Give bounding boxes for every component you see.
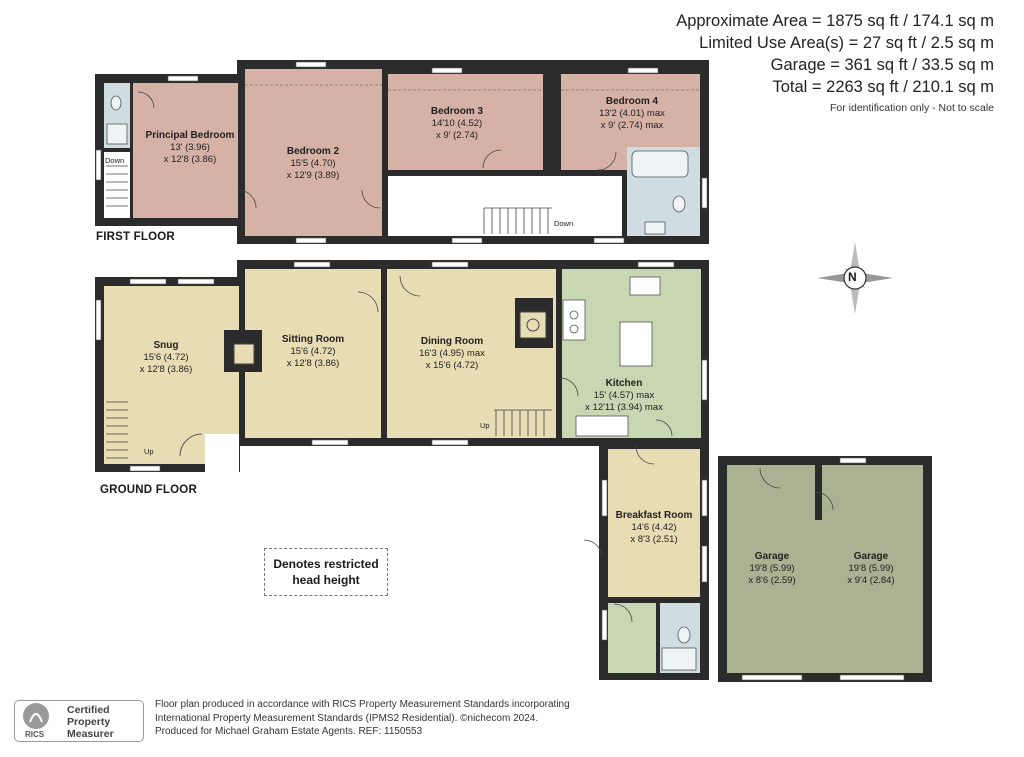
badge-line-1: Certified <box>67 704 110 716</box>
garage-plan <box>718 456 932 682</box>
room-dimension: x 8'6 (2.59) <box>748 575 796 586</box>
room-name: Principal Bedroom <box>145 130 235 141</box>
rics-wordmark: RICS <box>25 730 45 739</box>
bedroom-2-floor <box>245 69 382 236</box>
rics-logo-mark <box>23 703 49 729</box>
footer-line-3: Produced for Michael Graham Estate Agent… <box>155 726 423 737</box>
room-breakfast-room: Breakfast Room 14'6 (4.42) x 8'3 (2.51) <box>608 510 700 546</box>
room-dimension: 15'6 (4.72) <box>143 352 189 363</box>
room-dimension: 15'6 (4.72) <box>290 346 336 357</box>
total-area: Total = 2263 sq ft / 210.1 sq m <box>772 78 994 96</box>
footer-credit: Floor plan produced in accordance with R… <box>155 698 570 739</box>
limited-use-area: Limited Use Area(s) = 27 sq ft / 2.5 sq … <box>699 34 994 52</box>
room-snug: Snug 15'6 (4.72) x 12'8 (3.86) <box>126 340 206 376</box>
room-principal-bedroom: Principal Bedroom 13' (3.96) x 12'8 (3.8… <box>140 130 240 166</box>
stairs-down-label: Down <box>554 219 574 228</box>
room-dimension: x 12'8 (3.86) <box>286 358 340 369</box>
breakfast-room-floor <box>608 449 700 597</box>
restricted-line-1: Denotes restricted <box>273 557 379 571</box>
utility-floor <box>608 603 656 673</box>
room-dining-room: Dining Room 16'3 (4.95) max x 15'6 (4.72… <box>400 336 504 372</box>
identification-note: For identification only - Not to scale <box>830 102 994 114</box>
footer-line-2: International Property Measurement Stand… <box>155 712 539 724</box>
room-dimension: x 9' (2.74) <box>436 130 478 141</box>
room-dimension: x 12'8 (3.86) <box>139 364 193 375</box>
room-sitting-room: Sitting Room 15'6 (4.72) x 12'8 (3.86) <box>268 334 358 370</box>
principal-bedroom-floor <box>133 83 238 218</box>
rics-badge: RICS Certified Property Measurer <box>14 700 144 742</box>
area-summary: Approximate Area = 1875 sq ft / 174.1 sq… <box>676 10 994 114</box>
room-dimension: x 15'6 (4.72) <box>425 360 479 371</box>
room-name: Bedroom 2 <box>286 146 340 157</box>
compass-north-letter: N <box>848 270 857 284</box>
room-name: Snug <box>153 340 179 351</box>
stairs-up-label: Up <box>480 421 490 430</box>
room-dimension: x 9' (2.74) max <box>600 120 664 131</box>
approximate-area: Approximate Area = 1875 sq ft / 174.1 sq… <box>676 12 994 30</box>
badge-line-3: Measurer <box>67 728 114 740</box>
room-dimension: 19'8 (5.99) <box>848 563 894 574</box>
restricted-line-2: head height <box>292 573 360 587</box>
room-dimension: 13' (3.96) <box>170 142 210 153</box>
room-name: Breakfast Room <box>615 510 693 521</box>
room-garage-1: Garage 19'8 (5.99) x 8'6 (2.59) <box>730 551 814 587</box>
room-dimension: 19'8 (5.99) <box>749 563 795 574</box>
room-name: Garage <box>853 551 889 562</box>
room-dimension: 15'5 (4.70) <box>290 158 336 169</box>
garage-2-floor <box>822 465 923 673</box>
room-name: Dining Room <box>420 336 484 347</box>
badge-line-2: Property <box>67 716 111 728</box>
sitting-room-floor <box>245 269 381 438</box>
room-dimension: 16'3 (4.95) max <box>419 348 485 359</box>
room-dimension: 14'10 (4.52) <box>431 118 483 129</box>
room-dimension: 15' (4.57) max <box>593 390 655 401</box>
room-bedroom-2: Bedroom 2 15'5 (4.70) x 12'9 (3.89) <box>268 146 358 182</box>
ground-floor-label: GROUND FLOOR <box>100 484 197 496</box>
first-floor-plan <box>95 60 709 244</box>
room-dimension: x 8'3 (2.51) <box>630 534 678 545</box>
room-garage-2: Garage 19'8 (5.99) x 9'4 (2.84) <box>826 551 916 587</box>
room-name: Bedroom 3 <box>430 106 484 117</box>
room-name: Sitting Room <box>281 334 345 345</box>
ground-floor-plan <box>95 260 709 680</box>
garage-1-floor <box>727 465 815 673</box>
first-floor-label: FIRST FLOOR <box>96 231 175 243</box>
room-dimension: 13'2 (4.01) max <box>599 108 665 119</box>
room-dimension: x 12'9 (3.89) <box>286 170 340 181</box>
footer-line-1: Floor plan produced in accordance with R… <box>155 699 570 710</box>
room-bedroom-3: Bedroom 3 14'10 (4.52) x 9' (2.74) <box>412 106 502 142</box>
room-name: Garage <box>754 551 790 562</box>
stairs-up-label: Up <box>144 447 154 456</box>
restricted-head-height-key: Denotes restricted head height <box>264 548 388 596</box>
garage-area: Garage = 361 sq ft / 33.5 sq m <box>770 56 994 74</box>
room-name: Bedroom 4 <box>605 96 659 107</box>
stairs-down-label: Down <box>105 156 125 165</box>
room-dimension: x 12'8 (3.86) <box>163 154 217 165</box>
room-name: Kitchen <box>605 378 643 389</box>
room-dimension: 14'6 (4.42) <box>631 522 677 533</box>
room-dimension: x 9'4 (2.84) <box>847 575 895 586</box>
room-kitchen: Kitchen 15' (4.57) max x 12'11 (3.94) ma… <box>572 378 676 414</box>
room-bedroom-4: Bedroom 4 13'2 (4.01) max x 9' (2.74) ma… <box>582 96 682 132</box>
room-dimension: x 12'11 (3.94) max <box>585 402 663 413</box>
rics-badge-text: Certified Property Measurer <box>67 704 114 740</box>
compass-rose <box>817 242 893 314</box>
